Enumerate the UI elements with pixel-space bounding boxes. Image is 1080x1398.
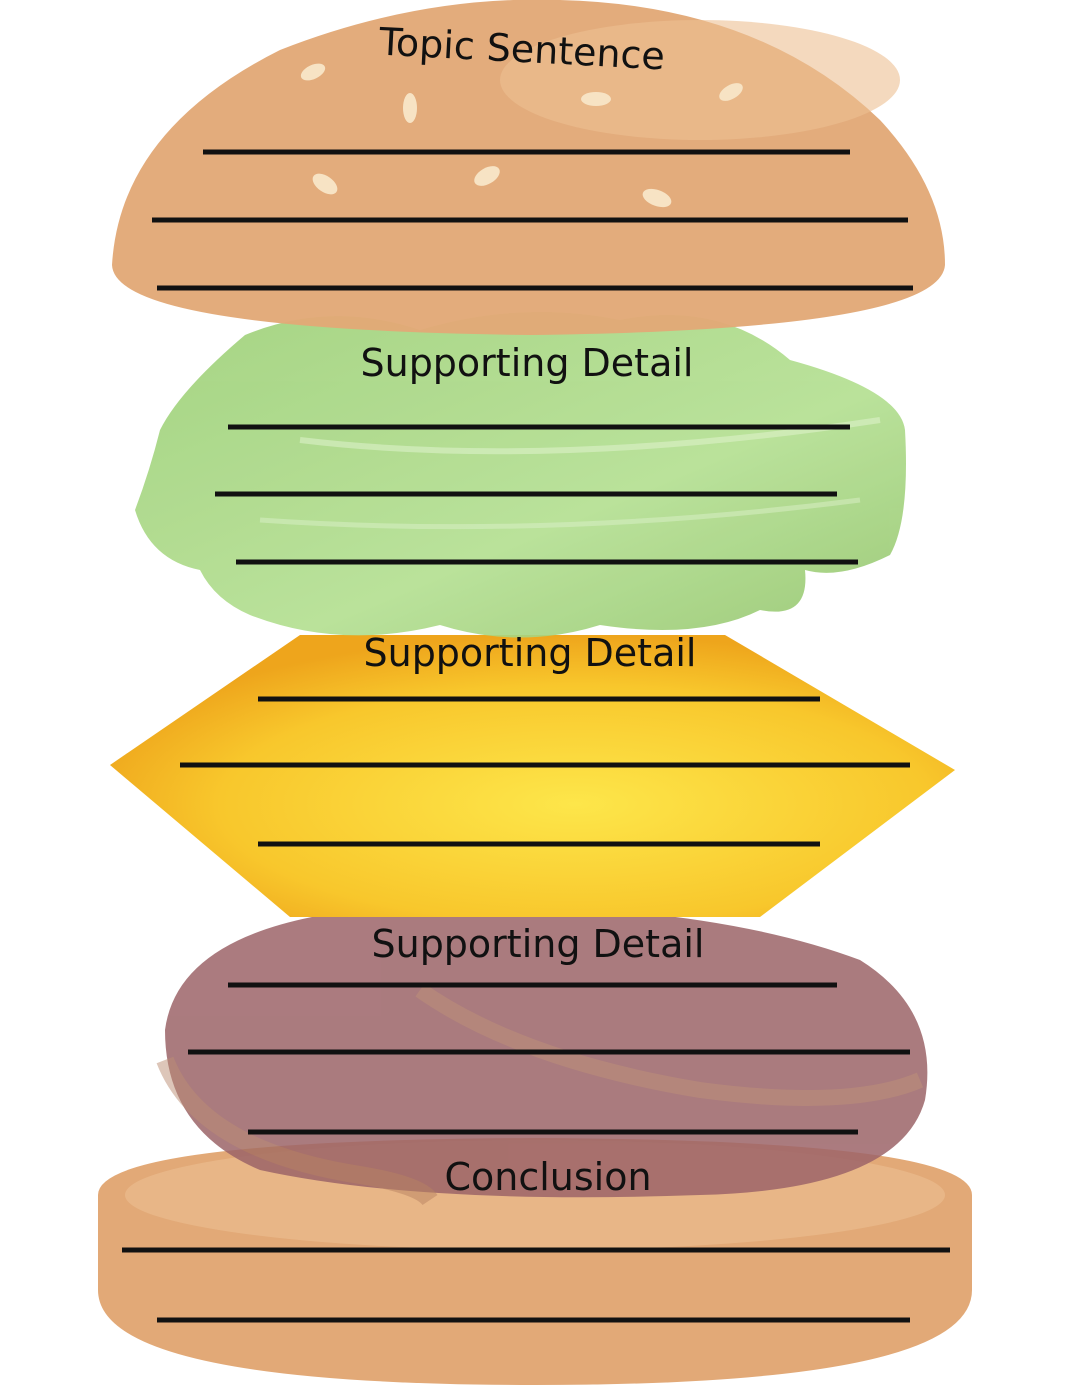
top-bun	[112, 0, 945, 335]
cheese	[110, 635, 955, 917]
supporting-detail-label-1: Supporting Detail	[360, 341, 693, 385]
sesame-seeds	[300, 63, 743, 208]
lettuce	[135, 312, 906, 638]
supporting-detail-label-2: Supporting Detail	[363, 631, 696, 675]
supporting-detail-label-3: Supporting Detail	[371, 922, 704, 966]
conclusion-label: Conclusion	[444, 1155, 651, 1199]
writing-lines	[122, 149, 950, 1323]
